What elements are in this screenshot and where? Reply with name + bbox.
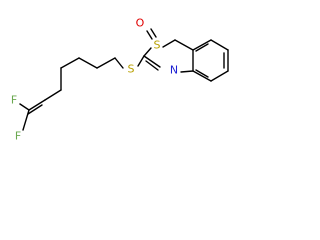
fluorine-atom: F bbox=[15, 130, 21, 143]
bond bbox=[137, 55, 145, 67]
nitrogen-atom: N bbox=[170, 64, 178, 77]
bond bbox=[22, 109, 30, 131]
bond bbox=[192, 39, 212, 51]
double-bond-inner bbox=[145, 60, 159, 71]
bond bbox=[210, 70, 229, 82]
sulfoxide-bond bbox=[146, 30, 153, 40]
fluorine-atom: F bbox=[11, 94, 17, 107]
atom-labels: O S N S F F bbox=[11, 17, 178, 143]
alkene-bond bbox=[28, 99, 46, 111]
bond bbox=[162, 39, 176, 48]
bond bbox=[210, 39, 229, 51]
structure-canvas: O S N S F F bbox=[10, 16, 229, 143]
side-chain bbox=[19, 55, 145, 131]
bond bbox=[143, 47, 152, 57]
bond bbox=[78, 57, 98, 69]
double-bond-inner bbox=[195, 43, 209, 52]
bond bbox=[44, 89, 62, 101]
thiazine-ring bbox=[143, 28, 194, 73]
bond bbox=[19, 103, 30, 111]
sulfoxide-bond bbox=[150, 28, 157, 38]
benzene-ring bbox=[192, 39, 229, 82]
bond bbox=[143, 55, 161, 68]
bond bbox=[192, 70, 212, 82]
bond bbox=[60, 57, 80, 69]
bond bbox=[174, 39, 194, 51]
bond bbox=[96, 57, 116, 69]
double-bond-inner bbox=[195, 69, 209, 78]
bond bbox=[114, 57, 124, 69]
bond bbox=[180, 70, 194, 73]
molecule-structure: O S N S F F bbox=[11, 17, 229, 143]
ring-sulfur-atom: S bbox=[154, 39, 161, 52]
oxygen-atom: O bbox=[136, 17, 145, 30]
alkene-bond bbox=[27, 104, 43, 115]
thioether-sulfur-atom: S bbox=[128, 63, 135, 76]
